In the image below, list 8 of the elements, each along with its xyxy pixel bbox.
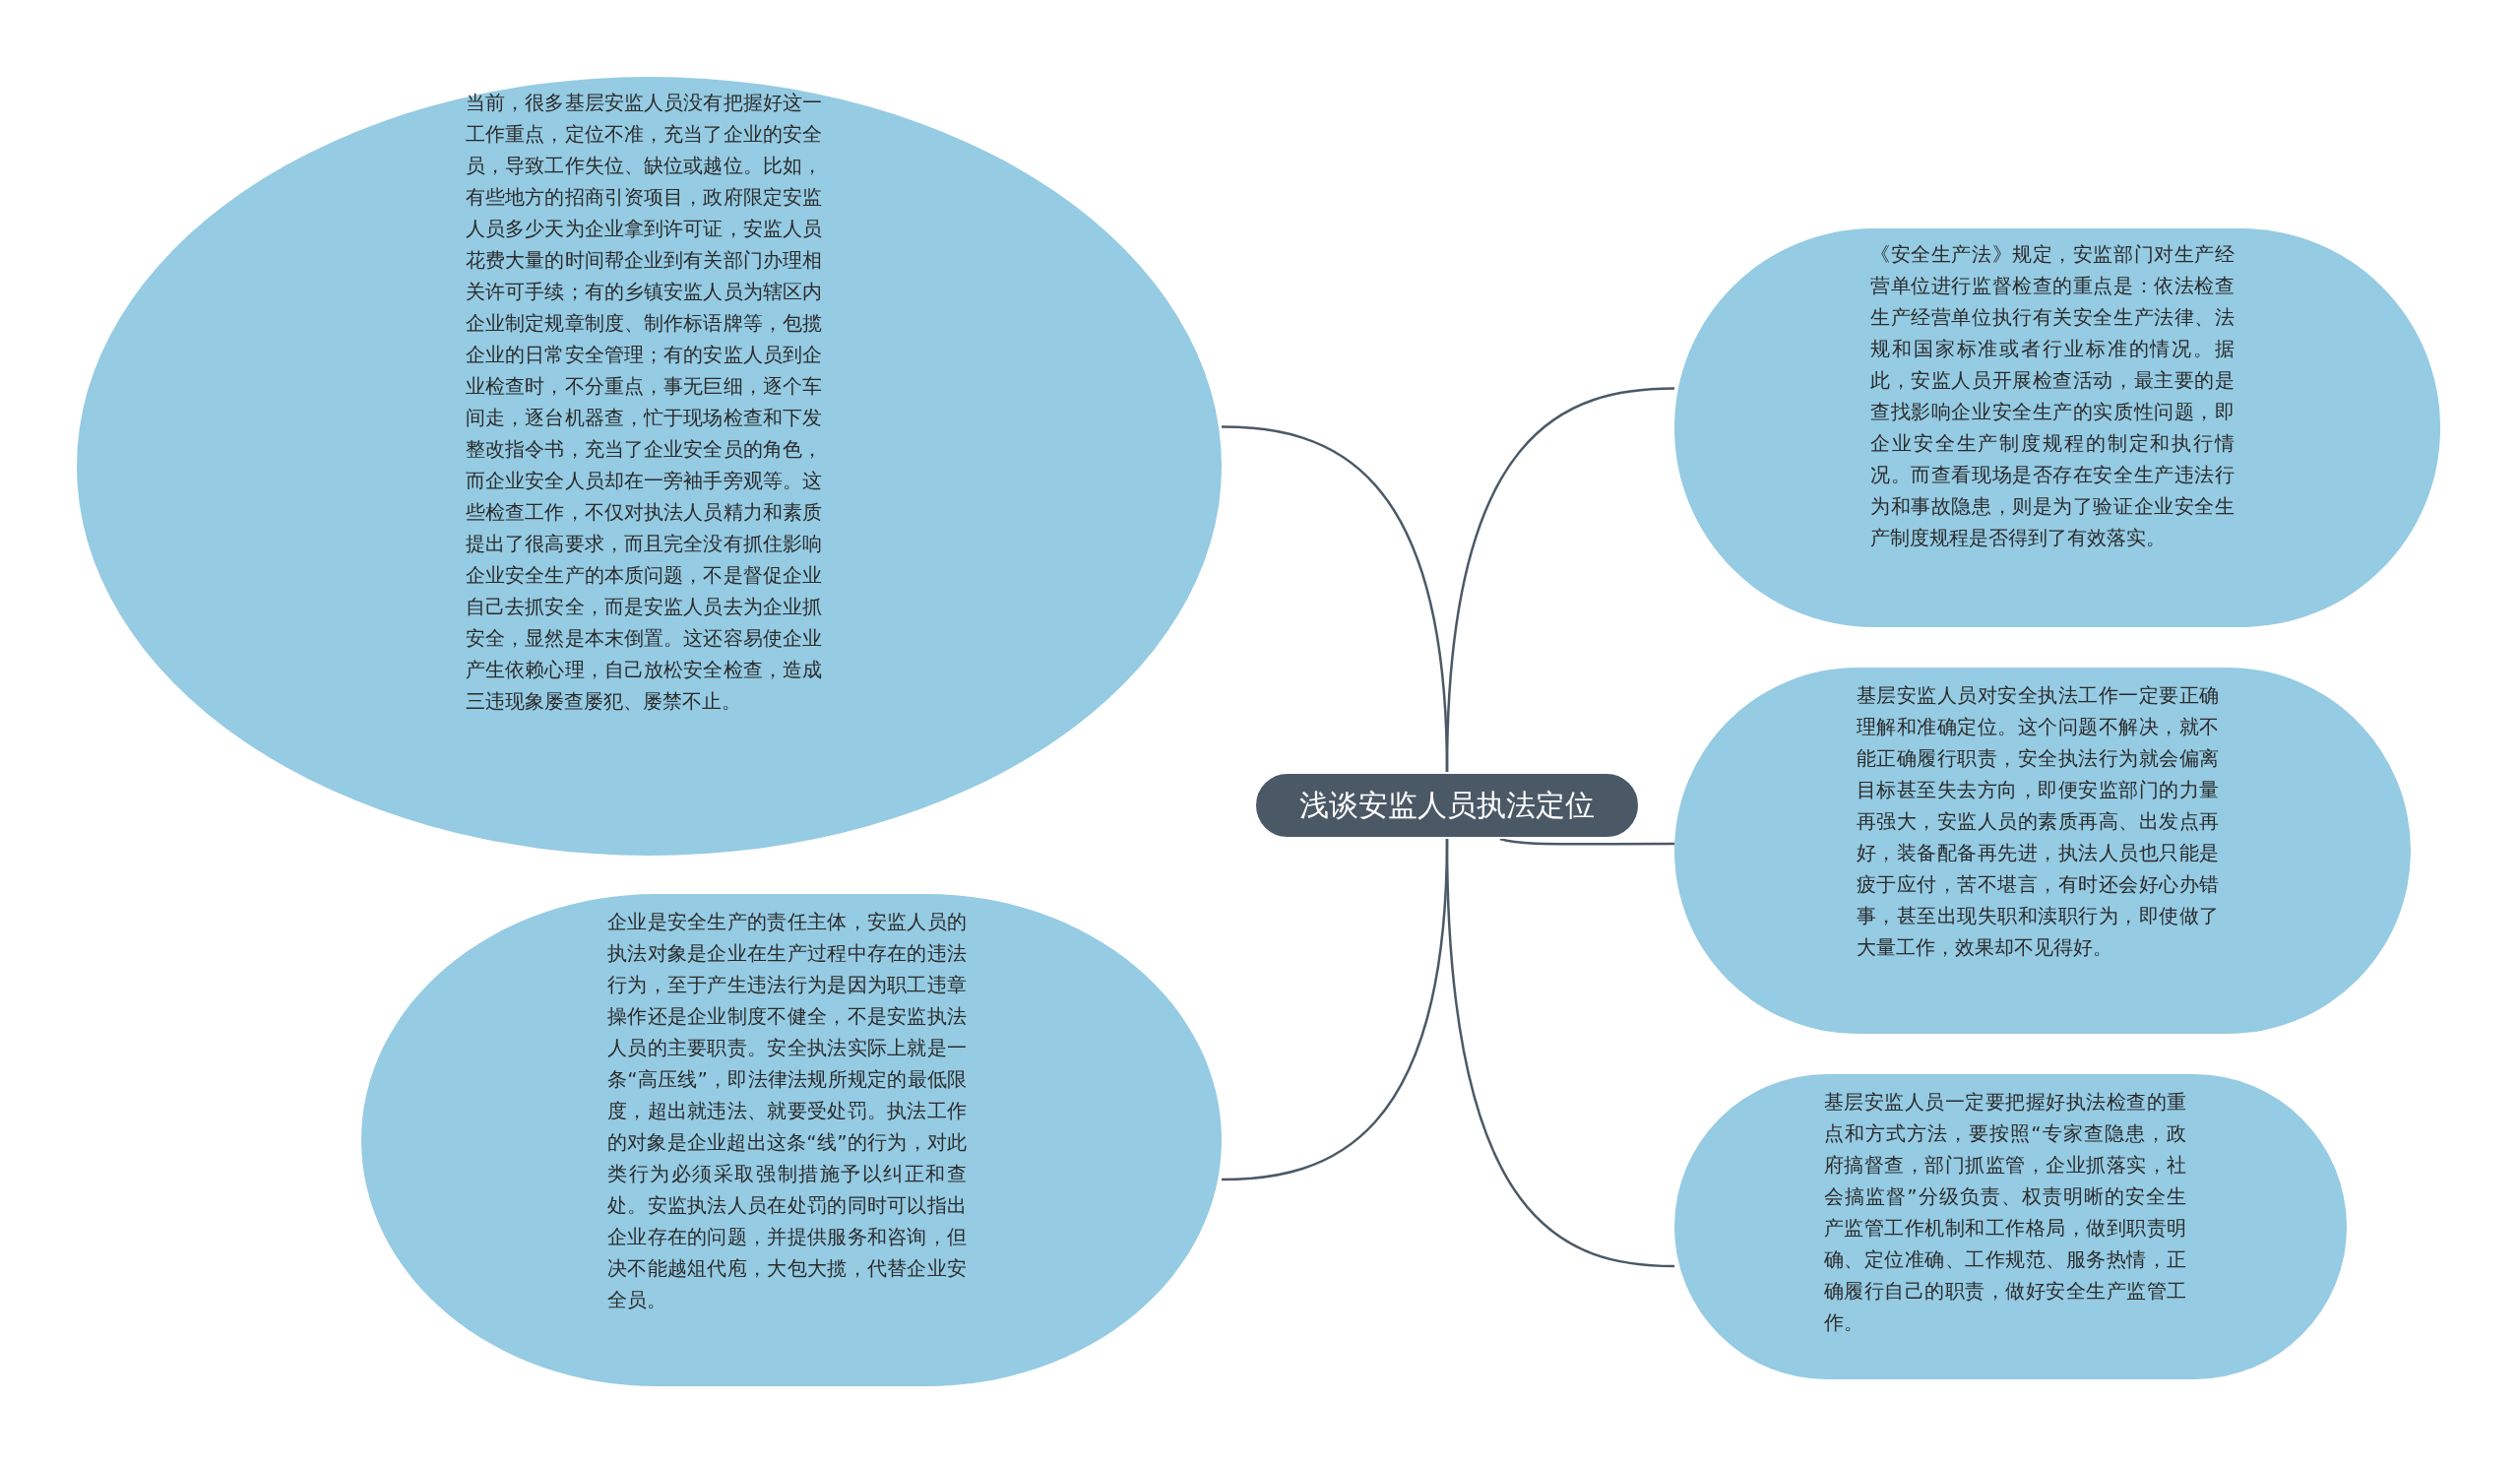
paragraph-text: 企业是安全生产的责任主体，安监人员的执法对象是企业在生产过程中存在的违法行为，至于产生违法行为是因为职工违章操作还是企业制度不健全，不是安监执法人员的主要职责。安全执法实际上就是一条“高压线”，即法律法规所规定的最低限度，超出就违法、就要受处罚。执法工作的对象是企业超出这条“线”的行为，对此类行为必须采取强制措施予以纠正和查处。安监执法人员在处罚的同时可以指出企业存在的问题，并提供服务和咨询，但决不能越俎代庖，大包大揽，代替企业安全员。 — [607, 909, 967, 1313]
paragraph-text: 《安全生产法》规定，安监部门对生产经营单位进行监督检查的重点是：依法检查生产经营单位执行有关安全生产法律、法规和国家标准或者行业标准的情况。据此，安监人员开展检查活动，最主要的是查找影响企业安全生产的实质性问题，即企业安全生产制度规程的制定和执行情况。而查看现场是否存在安全生产违法行为和事故隐患，则是为了验证企业安全生产制度规程是否得到了有效落实。 — [1870, 241, 2235, 551]
paragraph-text: 基层安监人员对安全执法工作一定要正确理解和准确定位。这个问题不解决，就不能正确履行职责，安全执法行为就会偏离目标甚至失去方向，即便安监部门的力量再强大，安监人员的素质再高、出发点再好，装备配备再先进，执法人员也只能是疲于应付，苦不堪言，有时还会好心办错事，甚至出现失职和渎职行为，即使做了大量工作，效果却不见得好。 — [1857, 682, 2219, 961]
paragraph-text: 基层安监人员一定要把握好执法检查的重点和方式方法，要按照“专家查隐患，政府搞督查，部门抓监管，企业抓落实，社会搞监督”分级负责、权责明晰的安全生产监管工作机制和工作格局，做到职责明确、定位准确、工作规范、服务热情，正确履行自己的职责，做好安全生产监管工作。 — [1824, 1089, 2186, 1336]
root-topic: 浅谈安监人员执法定位 — [1254, 772, 1640, 839]
connector-line — [1445, 387, 1675, 773]
connector-line — [1499, 837, 1674, 846]
paragraph-text: 当前，很多基层安监人员没有把握好这一工作重点，定位不准，充当了企业的安全员，导致工作失位、缺位或越位。比如，有些地方的招商引资项目，政府限定安监人员多少天为企业拿到许可证，安监人员花费大量的时间帮企业到有关部门办理相关许可手续；有的乡镇安监人员为辖区内企业制定规章制度、制作标语牌等，包揽企业的日常安全管理；有的安监人员到企业检查时，不分重点，事无巨细，逐个车间走，逐台机器查，忙于现场检查和下发整改指令书，充当了企业安全员的角色，而企业安全人员却在一旁袖手旁观等。这些检查工作，不仅对执法人员精力和素质提出了很高要求，而且完全没有抓住影响企业安全生产的本质问题，不是督促企业自己去抓安全，而是安监人员去为企业抓安全，显然是本末倒置。这还容易使企业产生依赖心理，自己放松安全检查，造成三违现象屡查屡犯、屡禁不止。 — [466, 90, 822, 715]
